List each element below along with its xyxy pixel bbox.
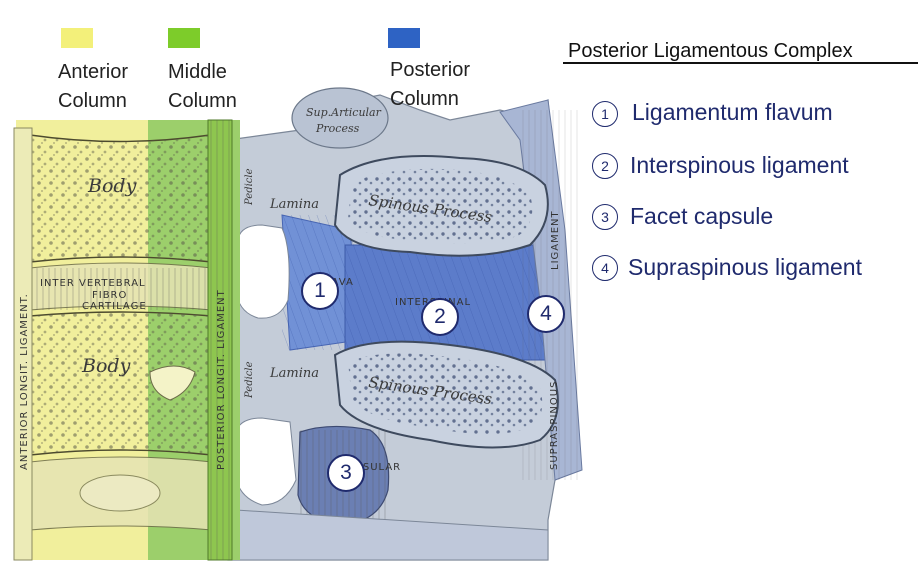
label-disc-3: CARTILAGE [82,301,147,312]
marker-2-interspinous-ligament: 2 [421,298,459,336]
marker-3-facet-capsule: 3 [327,454,365,492]
complex-title: Posterior Ligamentous Complex [568,40,853,62]
label-lamina-lower: Lamina [269,366,319,381]
lower-body-texture [30,312,212,455]
nucleus-pulposus [79,474,161,512]
middle-column-label: Middle Column [168,61,237,112]
label-sup-articular-1: Sup.Articular [306,106,382,119]
complex-title-underline [563,62,918,64]
sup-articular-process [291,87,389,149]
complex-item-2-number: 2 [592,153,618,179]
posterior-column-label: Posterior Column [390,59,471,110]
vertebral-bodies [13,119,240,561]
label-body-lower: Body [81,355,131,377]
posterior-column-swatch [388,28,420,48]
label-supraspinous: SUPRASPINOUS [549,381,560,470]
label-sup-articular-2: Process [315,122,360,135]
label-capsular: CAPSULAR [340,462,401,473]
disc-fibers [30,268,212,310]
label-anterior-ligament: ANTERIOR LONGIT. LIGAMENT. [19,293,30,470]
complex-item-2-label: Interspinous ligament [630,152,849,178]
lower-spinous-core [348,353,543,434]
upper-body-texture [30,135,212,262]
label-disc-2: FIBRO [92,290,127,301]
anterior-column-label: Anterior Column [58,61,129,112]
marker-4-supraspinous-ligament: 4 [527,295,565,333]
label-pedicle-lower: Pedicle [244,361,255,399]
upper-spinous-core [348,168,533,244]
complex-item-4-label: Supraspinous ligament [628,254,862,280]
anterior-column-swatch [61,28,93,48]
posterior-ligament-fibers [208,120,232,560]
label-lamina-upper: Lamina [269,197,319,212]
marker-1-ligamentum-flavum: 1 [301,272,339,310]
complex-item-4-number: 4 [592,255,618,281]
foramen-lower [235,417,297,506]
label-pedicle-upper: Pedicle [244,168,255,206]
label-disc-1: INTER VERTEBRAL [40,278,146,289]
anterior-longitudinal-ligament [13,127,33,561]
complex-item-3-label: Facet capsule [630,203,774,229]
label-posterior-ligament: POSTERIOR LONGIT. LIGAMENT [216,289,227,470]
complex-item-1-number: 1 [592,101,618,127]
posterior-elements [227,87,583,561]
label-ligament-right: LIGAMENT [550,210,561,270]
basivertebral-notch [149,365,196,401]
foramen-upper [235,224,290,319]
complex-item-3-number: 3 [592,204,618,230]
label-body-upper: Body [87,175,137,197]
middle-column-swatch [168,28,200,48]
complex-item-1-label: Ligamentum flavum [632,99,833,125]
